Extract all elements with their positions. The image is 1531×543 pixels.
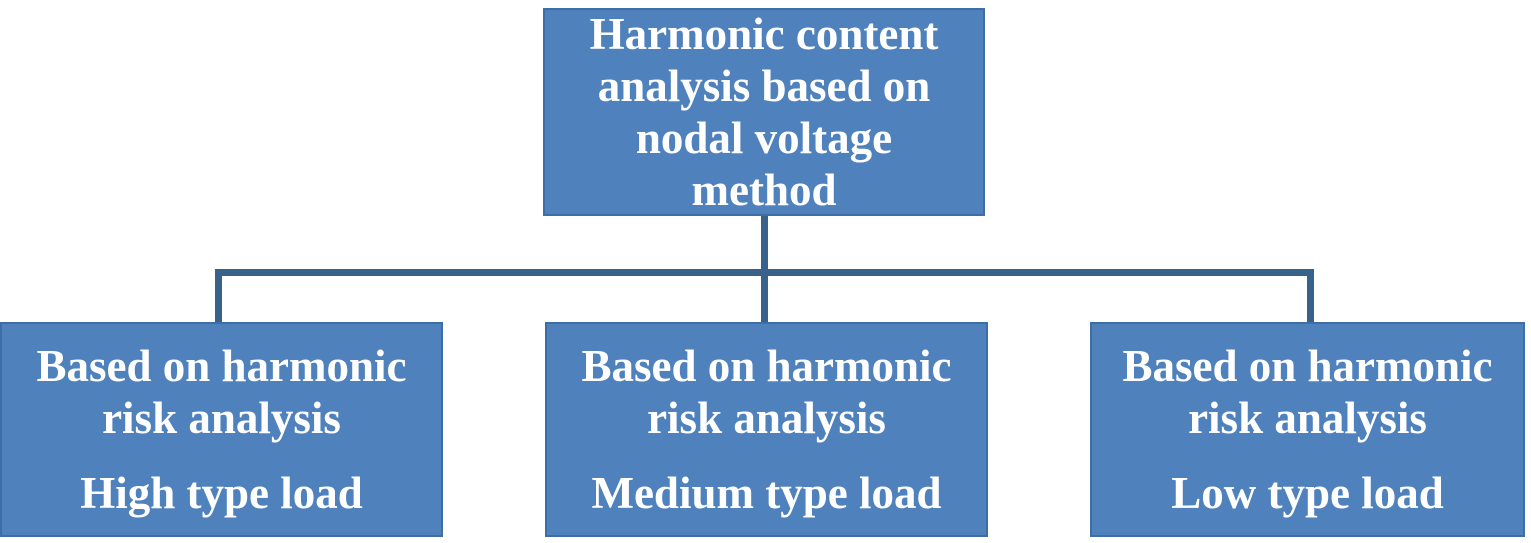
child-node-low-load: Based on harmonic risk analysis Low type… xyxy=(1090,322,1525,537)
load-type-label: Medium type load xyxy=(591,468,942,518)
connector-horizontal-rail xyxy=(215,269,1314,276)
child-node-medium-load: Based on harmonic risk analysis Medium t… xyxy=(545,322,988,537)
risk-analysis-label: Based on harmonic risk analysis xyxy=(36,341,407,443)
connector-left-drop xyxy=(215,269,222,322)
connector-right-drop xyxy=(1307,269,1314,322)
risk-analysis-label: Based on harmonic risk analysis xyxy=(1122,341,1493,443)
load-type-label: High type load xyxy=(80,468,363,518)
root-node-harmonic-content: Harmonic content analysis based on nodal… xyxy=(543,8,985,216)
child-node-high-load: Based on harmonic risk analysis High typ… xyxy=(0,322,443,537)
load-type-label: Low type load xyxy=(1171,468,1444,518)
risk-analysis-label: Based on harmonic risk analysis xyxy=(581,341,952,443)
root-node-label: Harmonic content analysis based on nodal… xyxy=(589,9,939,215)
